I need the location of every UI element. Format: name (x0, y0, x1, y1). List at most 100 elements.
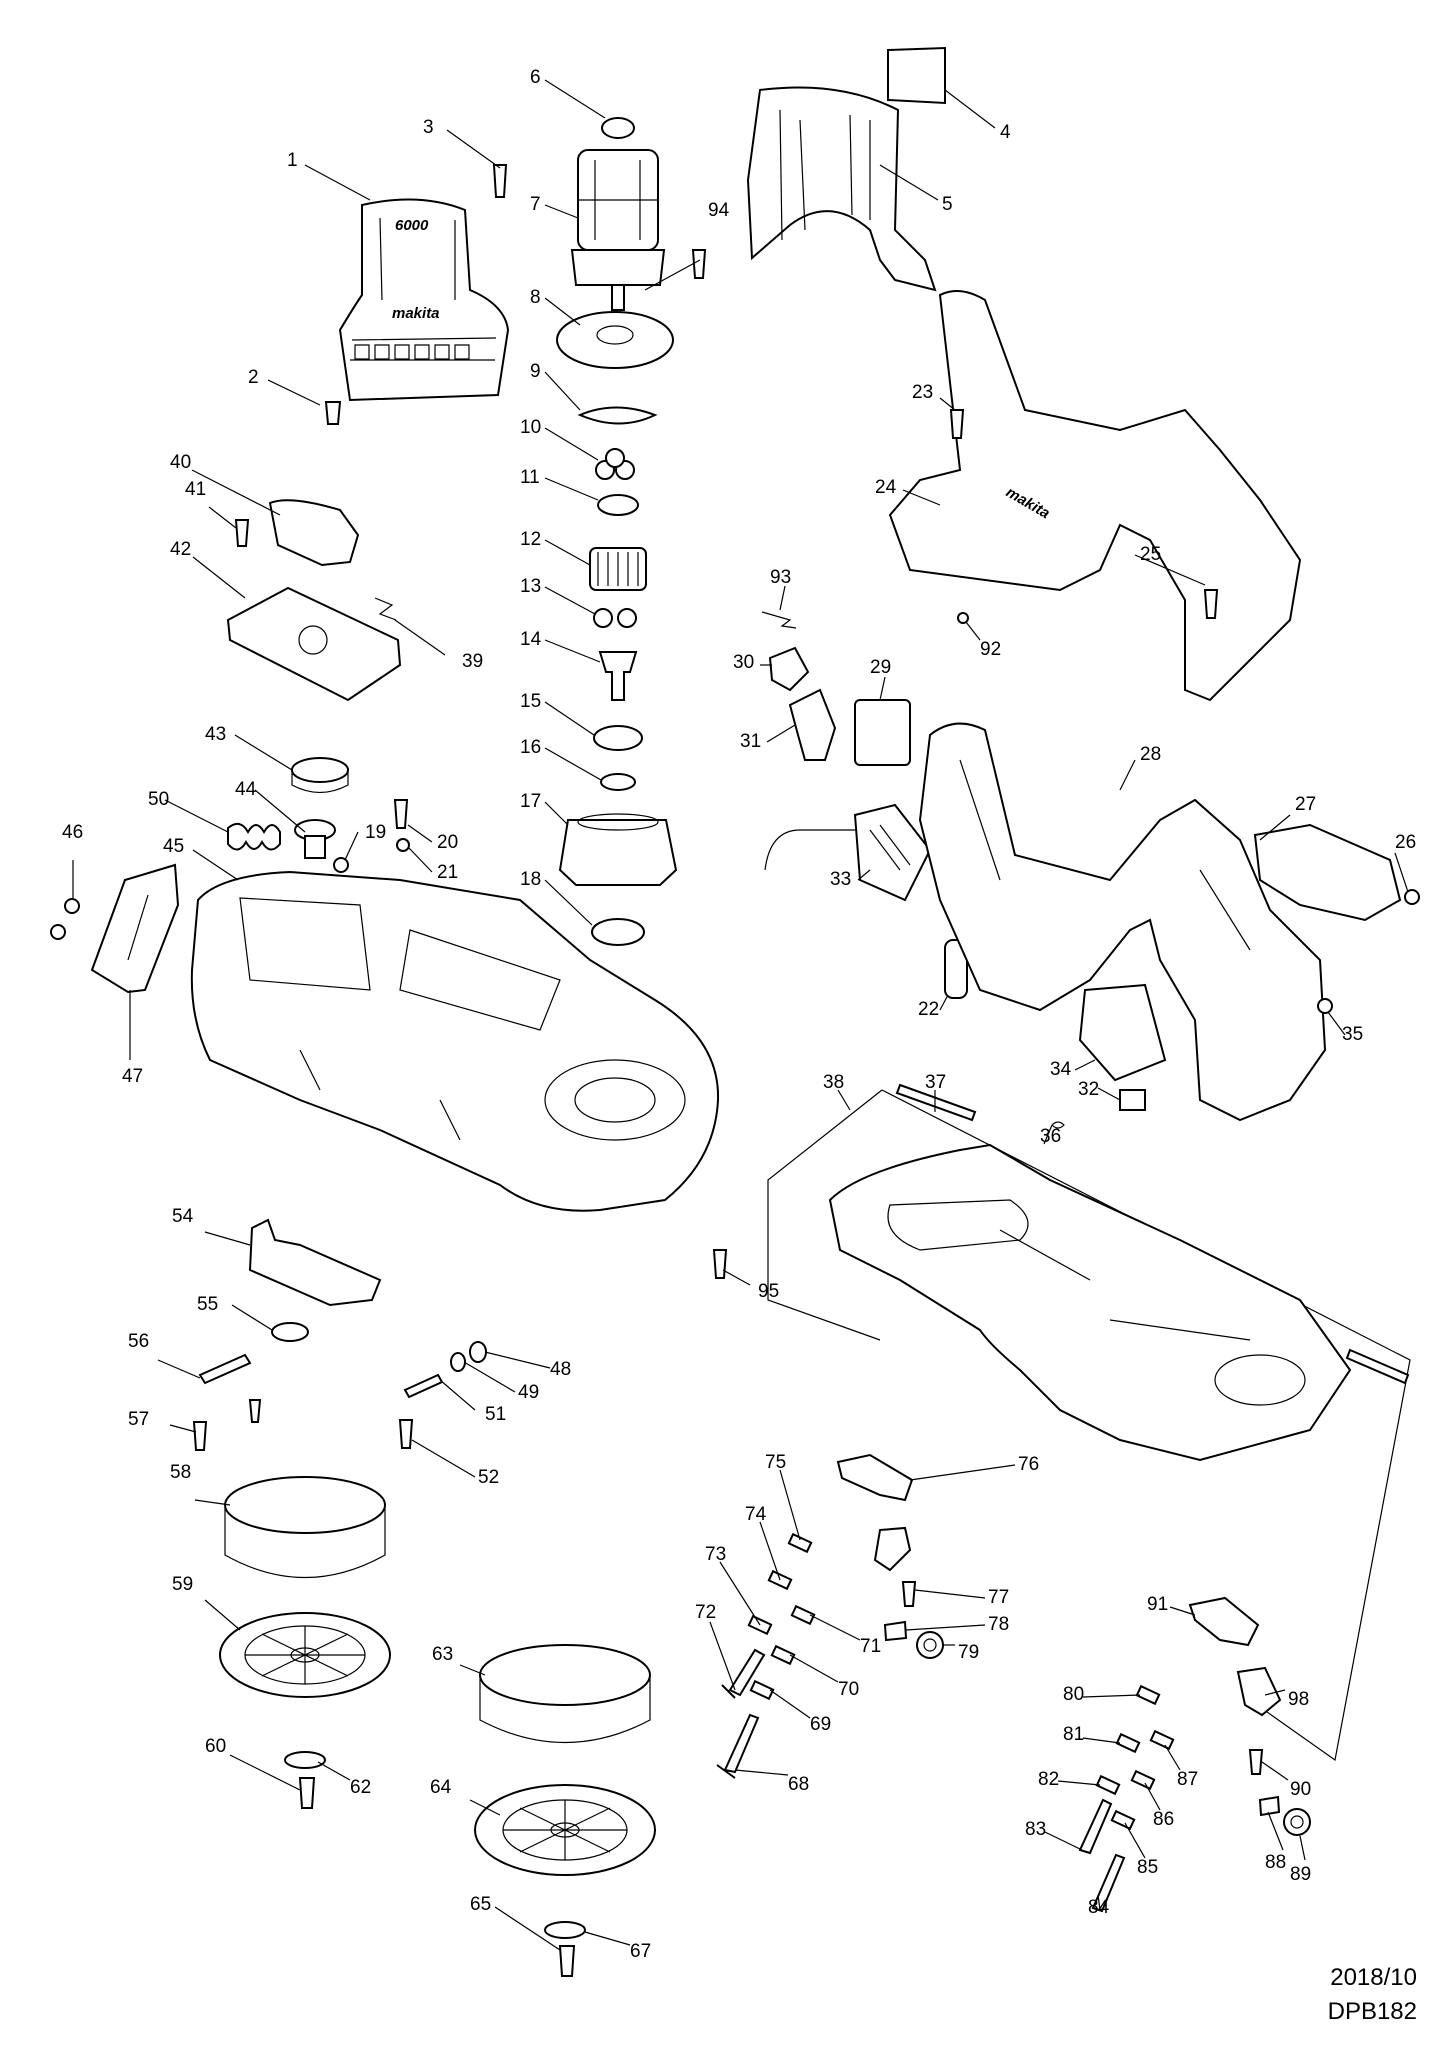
callout-35: 35 (1342, 1024, 1363, 1045)
bearing-18 (591, 918, 645, 946)
washer-62 (284, 1751, 326, 1769)
guard-27 (1253, 823, 1402, 922)
arm-76 (836, 1453, 914, 1502)
callout-95: 95 (758, 1281, 779, 1302)
callout-59: 59 (172, 1574, 193, 1595)
callout-69: 69 (810, 1714, 831, 1735)
screw-65 (558, 1945, 576, 1977)
spring-93 (761, 611, 797, 629)
callout-48: 48 (550, 1359, 571, 1380)
gear-housing-17 (558, 813, 678, 886)
callout-23: 23 (912, 382, 933, 403)
bushing-43 (291, 757, 349, 794)
terminal-34 (1078, 983, 1167, 1082)
armature-7 (570, 149, 666, 311)
callout-3: 3 (423, 117, 434, 138)
pad-40 (268, 499, 360, 567)
clip-36 (1051, 1121, 1065, 1129)
pin-37 (895, 1083, 977, 1122)
callout-11: 11 (520, 467, 540, 488)
bolt-84 (1091, 1853, 1126, 1913)
callout-68: 68 (788, 1774, 809, 1795)
callout-44: 44 (235, 779, 257, 800)
callout-75: 75 (765, 1452, 786, 1473)
callout-90: 90 (1290, 1779, 1311, 1800)
shim-75 (787, 1532, 813, 1554)
screw-41 (234, 519, 250, 547)
callout-13: 13 (520, 576, 541, 597)
callout-47: 47 (122, 1066, 143, 1087)
callout-40: 40 (170, 452, 191, 473)
revision-date: 2018/10 (1330, 1964, 1417, 1991)
callout-27: 27 (1295, 794, 1316, 815)
blade-frame (828, 1143, 1352, 1462)
callout-33: 33 (830, 869, 851, 890)
callout-71: 71 (860, 1636, 881, 1657)
shim-69 (749, 1679, 775, 1701)
callout-19: 19 (365, 822, 386, 843)
screw-52 (398, 1419, 414, 1449)
screw-57 (192, 1421, 208, 1451)
callout-24: 24 (875, 477, 897, 498)
callout-36: 36 (1040, 1126, 1061, 1147)
callout-57: 57 (128, 1409, 149, 1430)
callout-28: 28 (1140, 744, 1161, 765)
pin-78 (883, 1620, 908, 1642)
callout-25: 25 (1140, 544, 1161, 565)
callout-78: 78 (988, 1614, 1009, 1635)
screw-60 (298, 1777, 316, 1809)
bearing-89-inner (1290, 1815, 1304, 1829)
callout-45: 45 (163, 836, 184, 857)
spring-50 (227, 822, 281, 851)
bearing-89 (1283, 1808, 1311, 1836)
ring-16 (600, 773, 636, 791)
pin-88 (1258, 1795, 1281, 1817)
callout-64: 64 (430, 1777, 452, 1798)
callout-20: 20 (437, 832, 458, 853)
washer-21 (396, 838, 410, 852)
callout-67: 67 (630, 1941, 651, 1962)
tire-63 (479, 1644, 651, 1744)
screw-77 (901, 1581, 917, 1607)
callout-87: 87 (1177, 1769, 1198, 1790)
capacitor-22 (944, 939, 968, 999)
gears-13 (593, 608, 637, 628)
ring-gear-12 (589, 547, 647, 591)
shim-82 (1095, 1774, 1121, 1796)
clip-98 (1236, 1666, 1282, 1717)
screw-2 (324, 401, 342, 425)
wheel-59 (219, 1612, 391, 1698)
callout-62: 62 (350, 1777, 371, 1798)
callout-85: 85 (1137, 1857, 1158, 1878)
shim-87 (1149, 1729, 1175, 1751)
motor-cover (746, 86, 937, 292)
callout-9: 9 (530, 361, 541, 382)
switch-29 (854, 699, 911, 766)
gears-10 (595, 448, 635, 480)
housing-brand-text: makita (392, 305, 440, 322)
callout-41: 41 (185, 479, 206, 500)
cap-6 (601, 117, 635, 139)
callout-14: 14 (520, 629, 542, 650)
nut-92 (957, 612, 969, 624)
callout-37: 37 (925, 1072, 946, 1093)
callout-38: 38 (823, 1072, 844, 1093)
screw-90 (1248, 1749, 1264, 1775)
spindle-14 (598, 651, 638, 701)
callout-18: 18 (520, 869, 541, 890)
callout-58: 58 (170, 1462, 191, 1483)
callout-21: 21 (437, 862, 458, 883)
callout-12: 12 (520, 529, 541, 550)
screw-23 (949, 409, 965, 439)
tire-58 (224, 1476, 386, 1579)
callout-92: 92 (980, 639, 1001, 660)
callout-49: 49 (518, 1382, 539, 1403)
housing-code-text: 6000 (395, 217, 429, 234)
callout-52: 52 (478, 1467, 499, 1488)
shim-86 (1130, 1769, 1156, 1791)
callout-70: 70 (838, 1679, 859, 1700)
callout-2: 2 (248, 367, 259, 388)
pin-37b (1345, 1348, 1410, 1385)
pin-56 (198, 1353, 252, 1385)
shim-80 (1135, 1684, 1161, 1706)
